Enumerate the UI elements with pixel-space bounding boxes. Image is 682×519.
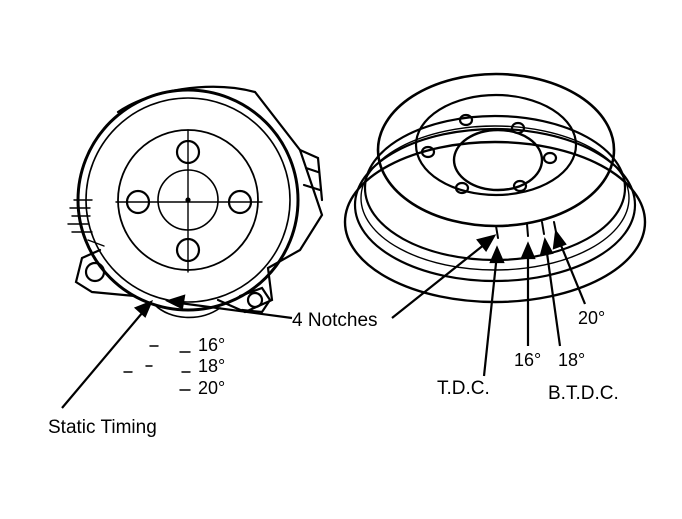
notches-leader-right bbox=[391, 239, 491, 319]
tdc-label: T.D.C. bbox=[437, 378, 490, 399]
notches-label: 4 Notches bbox=[292, 310, 378, 331]
hub-hole-6 bbox=[454, 181, 470, 195]
right-18-label: 18° bbox=[558, 350, 586, 370]
hub-hole-2 bbox=[458, 113, 474, 127]
tdc-arrowhead bbox=[489, 245, 505, 264]
crank-pulley-groove bbox=[85, 97, 291, 303]
right-20-leader bbox=[556, 237, 587, 305]
right-16-arrowhead bbox=[520, 241, 536, 260]
timing-scale-plate bbox=[154, 304, 221, 319]
pulley-rim-1 bbox=[363, 114, 627, 262]
right-16-label: 16° bbox=[514, 350, 542, 370]
hub-hole-5 bbox=[512, 179, 528, 193]
leader-arrows bbox=[61, 229, 587, 409]
right-mount-hole bbox=[246, 291, 264, 309]
left-18-label: 18° bbox=[198, 356, 226, 376]
pulley-rim-3 bbox=[343, 140, 647, 304]
right-18-leader bbox=[544, 245, 562, 347]
btdc-label: B.T.D.C. bbox=[548, 383, 619, 404]
right-mount-ear bbox=[238, 286, 272, 314]
static-timing-leader bbox=[61, 305, 149, 409]
tdc-leader bbox=[482, 253, 499, 377]
right-20-arrowhead bbox=[552, 229, 567, 250]
rim-notches bbox=[495, 221, 557, 239]
left-16-label: 16° bbox=[198, 335, 226, 355]
right-18-arrowhead bbox=[539, 237, 554, 257]
hub-hole-1 bbox=[420, 145, 436, 159]
left-crank-pulley-view bbox=[67, 85, 324, 391]
left-20-label: 20° bbox=[198, 378, 226, 398]
crank-pulley-outer bbox=[76, 88, 300, 312]
timing-cover-bracket bbox=[298, 148, 324, 202]
hub-hole-3 bbox=[510, 121, 526, 135]
pulley-center-bore bbox=[452, 128, 544, 192]
notches-arrowhead-right bbox=[476, 234, 497, 252]
right-crank-pulley-view bbox=[343, 72, 647, 304]
right-20-label: 20° bbox=[578, 308, 606, 328]
pulley-top-face bbox=[376, 72, 616, 228]
timing-scale-ticks bbox=[123, 345, 191, 391]
pulley-crosshair bbox=[115, 129, 263, 273]
cover-hatching bbox=[67, 199, 105, 247]
static-timing-arrowhead bbox=[133, 299, 154, 318]
hub-hole-4 bbox=[542, 151, 558, 165]
static-timing-label: Static Timing bbox=[48, 417, 157, 438]
pulley-hub-ring bbox=[414, 93, 578, 197]
left-mount-ear bbox=[74, 248, 137, 298]
notches-arrowhead-left bbox=[165, 294, 186, 310]
notches-leader-left bbox=[171, 300, 293, 320]
